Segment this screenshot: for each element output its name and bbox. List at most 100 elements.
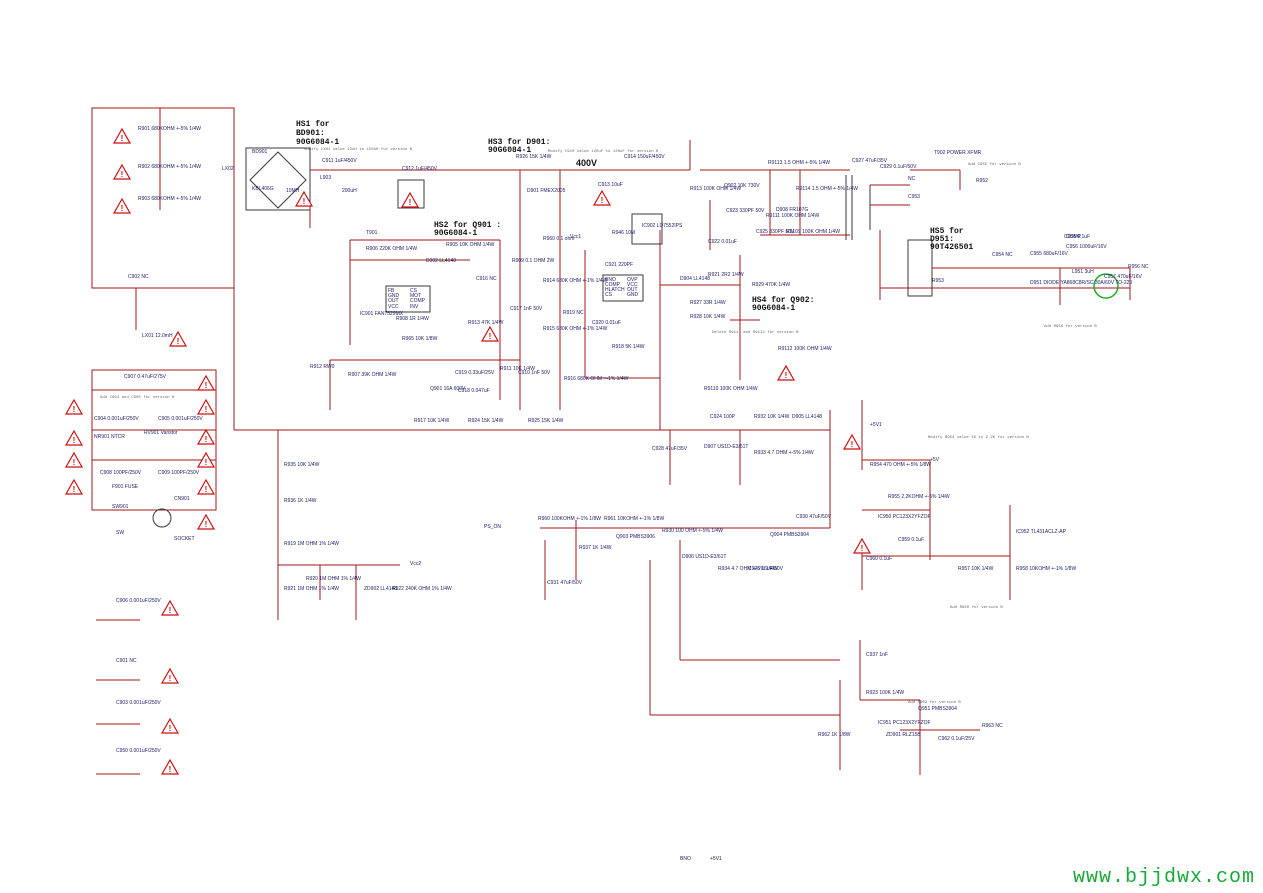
- component-label: R905 10K OHM 1/4W: [446, 242, 495, 248]
- component-label: C905 0.001uF/250V: [158, 416, 203, 422]
- ic902-pin-label: CS: [605, 292, 613, 298]
- component-label: C902 NC: [128, 274, 149, 280]
- svg-text:!: !: [205, 458, 208, 467]
- ic901-pin-label: COMP: [410, 298, 426, 304]
- component-label: R927 33R 1/4W: [690, 300, 726, 306]
- component-label: D902 LL4148: [426, 258, 456, 264]
- component-label: Q951 PMBS3904: [918, 706, 957, 712]
- component-label: R918 5K 1/4W: [612, 344, 645, 350]
- component-label: Vcc1: [570, 234, 581, 240]
- svg-text:!: !: [121, 170, 124, 179]
- component-label: C955 680uF/16V: [1030, 251, 1068, 257]
- component-label: R954 470 OHM +-5% 1/8W: [870, 462, 931, 468]
- pfc-section: [329, 169, 690, 410]
- ic902-pin-label: COMP: [605, 282, 621, 288]
- component-label: C919 0.33uF/25V: [455, 370, 495, 376]
- component-label: R909 0.1 OHM 2W: [512, 258, 555, 264]
- svg-text:!: !: [169, 606, 172, 615]
- ic902-pin-label: GND: [627, 292, 639, 298]
- ic901-pin-label: OUT: [388, 298, 399, 304]
- component-label: R928 10K 1/4W: [690, 314, 726, 320]
- component-label: C954 NC: [992, 252, 1013, 258]
- component-label: C901 NC: [116, 658, 137, 664]
- component-label: C959 0.1uF: [898, 537, 924, 543]
- svg-text:!: !: [169, 724, 172, 733]
- component-label: R952: [976, 178, 988, 184]
- component-label: R913 100K OHM 1/4W: [690, 186, 741, 192]
- hs1-pn: 90G6084-1: [296, 138, 339, 147]
- hs1-part: BD901:: [296, 129, 325, 138]
- component-label: R932 10K 1/4W: [754, 414, 790, 420]
- svg-text:!: !: [861, 544, 864, 553]
- svg-text:!: !: [851, 440, 854, 449]
- svg-text:!: !: [169, 765, 172, 774]
- ic901-pin-label: MOT: [410, 293, 421, 299]
- component-label: 200uH: [342, 188, 357, 194]
- warning-triangle-icon: !: [160, 599, 180, 616]
- component-label: R962 1K 1/8W: [818, 732, 851, 738]
- component-label: R913 47K 1/4W: [468, 320, 504, 326]
- component-label: PS_ON: [484, 524, 501, 530]
- component-label: R919 1M OHM 1% 1/4W: [284, 541, 339, 547]
- warning-triangle-icon: !: [400, 191, 420, 208]
- component-label: R961 10KOHM +-1% 1/8W: [604, 516, 664, 522]
- ic902-pin-label: BNO: [605, 277, 616, 283]
- component-label: +5V1: [870, 422, 882, 428]
- warning-triangle-icon: !: [112, 163, 132, 180]
- component-label: R930 100 OHM +-5% 1/4W: [662, 528, 723, 534]
- component-label: R936 1K 1/4W: [284, 498, 317, 504]
- component-label: C962 0.1uF/25V: [938, 736, 975, 742]
- component-label: C918 0.047uF: [458, 388, 490, 394]
- warning-triangle-icon: !: [64, 429, 84, 446]
- component-label: R908 1R 1/4W: [396, 316, 429, 322]
- output-section: [880, 169, 1131, 305]
- revision-notes: Modify LX01 value 12uH to 150uH for vers…: [100, 147, 1097, 705]
- component-label: 10MH: [286, 188, 300, 194]
- ic902-pin-label: OVP: [627, 277, 638, 283]
- svg-text:!: !: [409, 198, 412, 207]
- component-label: R925 15K 1/4W: [528, 418, 564, 424]
- component-label: R919 NC: [563, 310, 584, 316]
- component-label: C909 100PF/250V: [158, 470, 200, 476]
- component-label: Q903 PMBS3906: [616, 534, 655, 540]
- component-label: C930 47uF/50V: [796, 514, 832, 520]
- warning-triangle-icon: !: [592, 189, 612, 206]
- component-label: R958 10KOHM +-1% 1/8W: [1016, 566, 1076, 572]
- component-label: C912 1uF/450V: [402, 166, 438, 172]
- ic901-pin-label: INV: [410, 304, 419, 310]
- svg-text:!: !: [205, 435, 208, 444]
- component-label: R921 1M OHM 1% 1/4W: [284, 586, 339, 592]
- warning-triangle-icon: !: [196, 513, 216, 530]
- svg-text:!: !: [73, 485, 76, 494]
- component-label: C925 330PF 50V: [756, 229, 795, 235]
- component-label: C927 47uF/35V: [852, 158, 888, 164]
- component-label: SW: [116, 530, 124, 536]
- component-label: D907 US1D-E3/61T: [704, 444, 748, 450]
- warning-triangle-icon: !: [480, 325, 500, 342]
- component-label: D904 LL4148: [680, 276, 710, 282]
- hs4-pn: 90G6084-1: [752, 304, 795, 313]
- component-label: C923 330PF 50V: [726, 208, 765, 214]
- component-label: C906 0.001uF/250V: [116, 598, 161, 604]
- warning-triangle-icon: !: [196, 478, 216, 495]
- hs1-title: HS1 for: [296, 120, 330, 129]
- input-filter-section: [91, 107, 830, 528]
- component-label: R9110 100K OHM 1/4W: [704, 386, 758, 392]
- note-r954: Modify R954 value 1K to 2.2K for version…: [928, 435, 1029, 440]
- component-label: C960 0.1uF: [866, 556, 892, 562]
- component-label: CN901: [174, 496, 190, 502]
- site-watermark: www.bjjdwx.com: [1072, 866, 1255, 889]
- svg-text:!: !: [121, 134, 124, 143]
- note-r9111: Delete R9111 and R9114 for version B: [712, 330, 799, 335]
- component-label: C956 1000uF/16V: [1066, 244, 1107, 250]
- component-label: C903 0.001uF/250V: [116, 700, 161, 706]
- note-c910: Modify C910 value 120uF to 120uF for ver…: [548, 149, 659, 154]
- component-label: D908 FR107G: [776, 207, 808, 213]
- component-label: C904 0.001uF/250V: [94, 416, 139, 422]
- svg-text:!: !: [785, 371, 788, 380]
- svg-text:!: !: [601, 196, 604, 205]
- component-label: R906 220K OHM 1/4W: [366, 246, 417, 252]
- component-label: Q904 PMBS3904: [770, 532, 809, 538]
- warning-triangle-icon: !: [112, 197, 132, 214]
